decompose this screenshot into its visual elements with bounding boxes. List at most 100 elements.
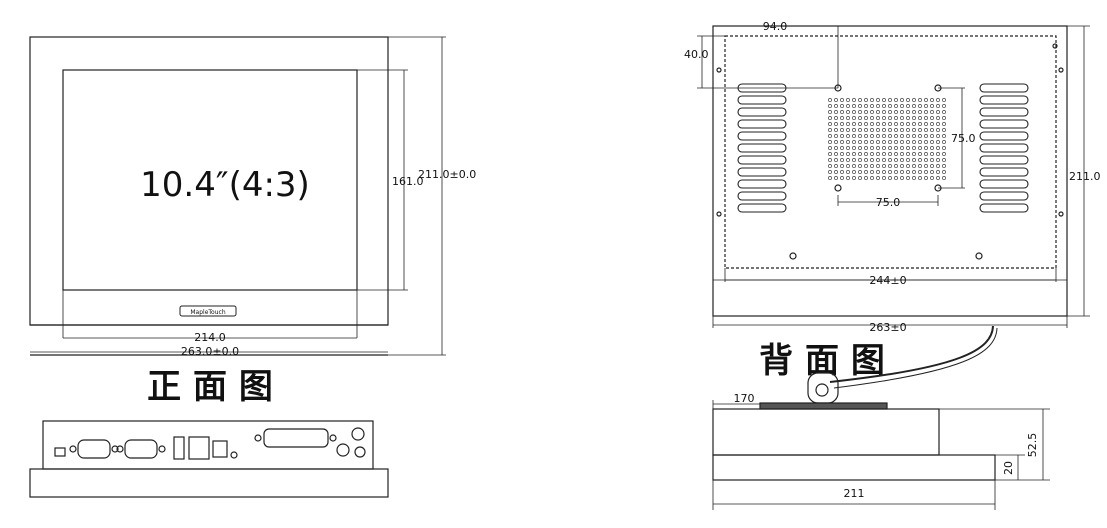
grille-hole	[894, 152, 898, 156]
grille-hole	[864, 122, 868, 126]
grille-hole	[942, 152, 946, 156]
grille-hole	[918, 176, 922, 180]
grille-hole	[846, 98, 850, 102]
grille-hole	[852, 164, 856, 168]
grille-hole	[828, 146, 832, 150]
grille-hole	[876, 116, 880, 120]
side-dim-depth-total: 52.5	[1026, 433, 1039, 458]
grille-hole	[900, 104, 904, 108]
back-dim-vesa-vertical: 75.0	[951, 132, 976, 145]
grille-hole	[894, 158, 898, 162]
grille-hole	[936, 134, 940, 138]
grille-hole	[930, 158, 934, 162]
vent-slot	[737, 83, 787, 93]
grille-hole	[894, 146, 898, 150]
grille-hole	[942, 164, 946, 168]
grille-hole	[828, 140, 832, 144]
grille-hole	[942, 158, 946, 162]
grille-hole	[840, 110, 844, 114]
grille-hole	[864, 110, 868, 114]
grille-hole	[846, 134, 850, 138]
grille-hole	[870, 116, 874, 120]
grille-hole	[840, 158, 844, 162]
grille-hole	[936, 140, 940, 144]
grille-hole	[906, 152, 910, 156]
lan-port-icon	[173, 436, 185, 460]
grille-hole	[834, 98, 838, 102]
grille-hole	[924, 134, 928, 138]
grille-hole	[870, 134, 874, 138]
front-dim-height-total: 211.0±0.0	[418, 168, 476, 181]
grille-hole	[942, 104, 946, 108]
grille-hole	[858, 170, 862, 174]
grille-hole	[828, 176, 832, 180]
grille-hole	[870, 98, 874, 102]
grille-hole	[900, 158, 904, 162]
grille-hole	[918, 98, 922, 102]
grille-hole	[924, 110, 928, 114]
grille-hole	[906, 176, 910, 180]
back-dim-height: 211.0	[1069, 170, 1101, 183]
grille-hole	[870, 152, 874, 156]
vent-slot	[979, 143, 1029, 153]
side-dim-top: 170	[734, 392, 755, 405]
grille-hole	[846, 116, 850, 120]
grille-hole	[936, 176, 940, 180]
grille-hole	[936, 104, 940, 108]
grille-hole	[918, 104, 922, 108]
grille-hole	[876, 164, 880, 168]
grille-hole	[900, 98, 904, 102]
grille-hole	[846, 128, 850, 132]
grille-hole	[858, 122, 862, 126]
grille-hole	[840, 176, 844, 180]
grille-hole	[912, 176, 916, 180]
grille-hole	[942, 98, 946, 102]
grille-hole	[846, 164, 850, 168]
grille-hole	[840, 164, 844, 168]
grille-hole	[852, 158, 856, 162]
grille-hole	[846, 158, 850, 162]
grille-hole	[888, 140, 892, 144]
grille-hole	[900, 122, 904, 126]
grille-hole	[912, 158, 916, 162]
grille-hole	[900, 140, 904, 144]
grille-hole	[846, 152, 850, 156]
grille-hole	[846, 110, 850, 114]
grille-hole	[846, 146, 850, 150]
dc-jack-icon	[336, 443, 350, 457]
grille-hole	[834, 104, 838, 108]
grille-hole	[942, 170, 946, 174]
grille-hole	[834, 170, 838, 174]
vent-slot	[979, 179, 1029, 189]
grille-hole	[882, 140, 886, 144]
grille-hole	[912, 116, 916, 120]
grille-hole	[858, 164, 862, 168]
back-dim-outer-width: 263±0	[869, 321, 906, 334]
grille-hole	[930, 104, 934, 108]
grille-hole	[864, 164, 868, 168]
grille-hole	[852, 122, 856, 126]
grille-hole	[918, 134, 922, 138]
grille-hole	[828, 104, 832, 108]
power-button-icon	[351, 427, 365, 441]
grille-hole	[828, 128, 832, 132]
grille-hole	[936, 152, 940, 156]
grille-hole	[882, 98, 886, 102]
grille-hole	[924, 140, 928, 144]
grille-hole	[840, 152, 844, 156]
grille-hole	[918, 170, 922, 174]
grille-hole	[858, 176, 862, 180]
grille-hole	[912, 164, 916, 168]
grille-hole	[834, 128, 838, 132]
grille-hole	[930, 110, 934, 114]
grille-hole	[894, 122, 898, 126]
grille-hole	[924, 164, 928, 168]
grille-hole	[894, 164, 898, 168]
grille-hole	[912, 122, 916, 126]
front-screen	[62, 69, 358, 291]
grille-hole	[882, 122, 886, 126]
grille-hole	[852, 146, 856, 150]
grille-hole	[918, 128, 922, 132]
grille-hole	[906, 164, 910, 168]
back-view	[697, 25, 1090, 328]
